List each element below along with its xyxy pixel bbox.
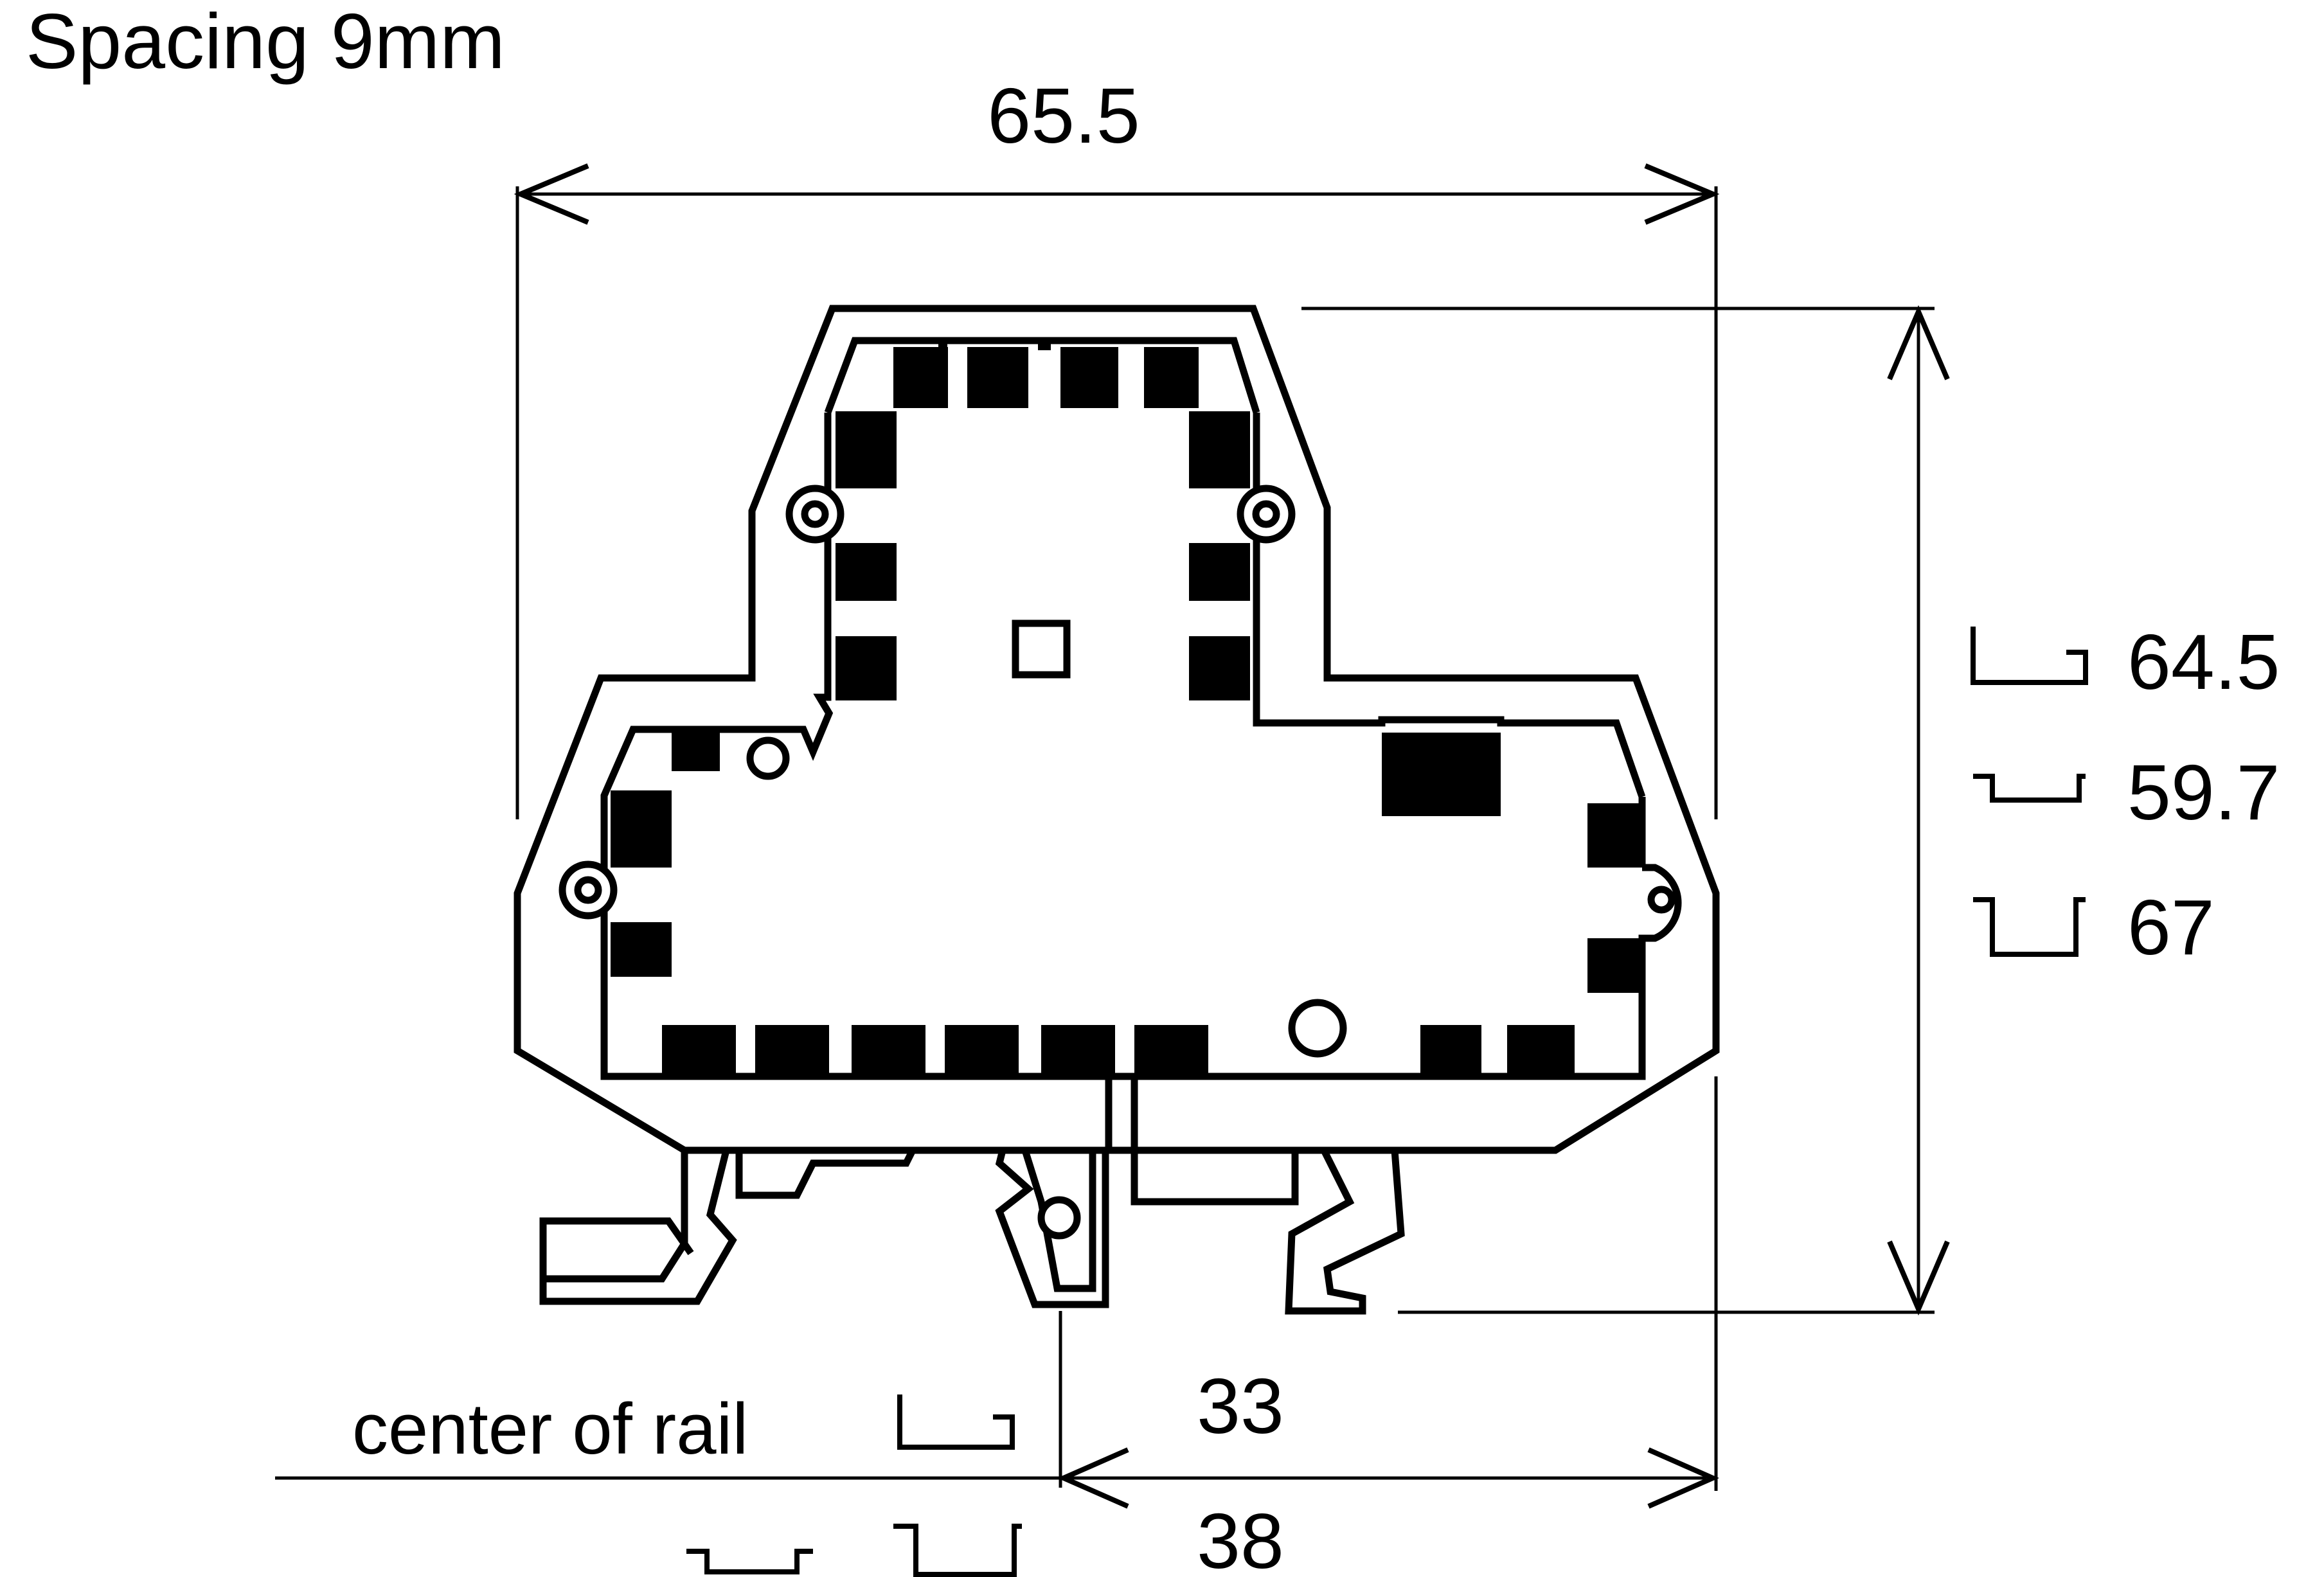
width-dimension: 65.5 bbox=[514, 72, 1720, 819]
center-offset-dimension: center of rail 33 38 bbox=[275, 1076, 1719, 1577]
contact-block bbox=[1041, 1025, 1115, 1080]
height-value-64-5: 64.5 bbox=[2127, 618, 2280, 706]
contact-block bbox=[1189, 636, 1250, 700]
right-latch bbox=[1285, 1148, 1405, 1315]
rail-profile-shallow-icon bbox=[1973, 774, 2086, 803]
contact-block bbox=[836, 411, 897, 488]
center-of-rail-label: center of rail bbox=[352, 1389, 748, 1469]
contact-block bbox=[1144, 347, 1199, 408]
screw-hole-icon bbox=[1252, 500, 1280, 528]
arrow-right-icon bbox=[1644, 163, 1720, 225]
arrow-down-icon bbox=[1887, 1240, 1950, 1316]
rail-profile-tall-lip-icon bbox=[1971, 627, 2088, 685]
screw-hole-icon bbox=[1288, 999, 1347, 1058]
contact-block bbox=[938, 337, 947, 350]
terminal-block-body bbox=[514, 305, 1720, 1154]
height-dimension bbox=[1301, 305, 1950, 1316]
contact-block bbox=[1060, 347, 1118, 408]
height-legend: 64.5 59.7 67 bbox=[1971, 618, 2280, 971]
center-clip-inner bbox=[1021, 1149, 1096, 1292]
contact-block bbox=[945, 1025, 1019, 1080]
contact-block bbox=[611, 922, 672, 977]
contact-block bbox=[611, 790, 672, 868]
contact-block bbox=[1189, 543, 1250, 601]
rail-foot bbox=[539, 1148, 1405, 1315]
screw-hole-icon bbox=[574, 876, 602, 904]
legend-row-67: 67 bbox=[1973, 884, 2215, 971]
arrow-up-icon bbox=[1887, 305, 1950, 380]
legend-row-59-7: 59.7 bbox=[1973, 749, 2280, 836]
center-bar bbox=[1131, 1150, 1299, 1206]
screw-hole-icon bbox=[1647, 886, 1676, 914]
rail-profile-tall-lip-icon bbox=[897, 1394, 1015, 1450]
rail-profile-deep-icon bbox=[893, 1524, 1022, 1577]
upper-chamber-right-wall bbox=[1253, 413, 1646, 798]
screw-hole-icon bbox=[746, 736, 790, 780]
legend-row-64-5: 64.5 bbox=[1971, 618, 2280, 706]
height-value-59-7: 59.7 bbox=[2127, 749, 2280, 836]
center-clip bbox=[995, 1149, 1109, 1308]
clip-pin-icon bbox=[1037, 1196, 1081, 1240]
arrow-left-icon bbox=[1057, 1447, 1129, 1509]
upper-chamber-left-wall bbox=[781, 413, 834, 762]
contact-block bbox=[893, 347, 948, 408]
rail-profile-deep-icon bbox=[1973, 897, 2086, 957]
rail-profile-shallow-icon bbox=[686, 1549, 813, 1574]
contact-block bbox=[1507, 1025, 1575, 1080]
contact-block bbox=[1189, 411, 1250, 488]
contact-block bbox=[836, 636, 897, 700]
lower-right-notch bbox=[1638, 864, 1682, 977]
contact-block bbox=[1587, 938, 1642, 993]
contact-block bbox=[967, 347, 1028, 408]
screw-hole-icon bbox=[801, 500, 829, 528]
contact-block bbox=[1420, 1025, 1481, 1080]
left-latch-spring bbox=[539, 1149, 737, 1305]
housing-outline bbox=[514, 305, 1720, 1154]
height-value-67: 67 bbox=[2127, 884, 2215, 971]
arrow-left-icon bbox=[514, 163, 589, 225]
contact-block bbox=[1587, 803, 1642, 868]
contact-block bbox=[672, 729, 720, 771]
spacing-title: Spacing 9mm bbox=[26, 0, 505, 85]
offset-value-38: 38 bbox=[1197, 1497, 1284, 1577]
contact-block bbox=[755, 1025, 829, 1080]
arrow-right-icon bbox=[1647, 1447, 1719, 1509]
contact-block bbox=[1382, 733, 1501, 816]
left-latch bbox=[539, 1150, 694, 1283]
width-value: 65.5 bbox=[987, 72, 1140, 159]
contact-block bbox=[852, 1025, 925, 1080]
contact-block bbox=[662, 1025, 736, 1080]
offset-value-33: 33 bbox=[1197, 1362, 1284, 1450]
contact-block bbox=[1134, 1025, 1208, 1080]
left-latch-hook bbox=[735, 1148, 916, 1199]
contact-block bbox=[836, 543, 897, 601]
center-window bbox=[1012, 619, 1071, 679]
contact-block bbox=[1038, 337, 1051, 350]
